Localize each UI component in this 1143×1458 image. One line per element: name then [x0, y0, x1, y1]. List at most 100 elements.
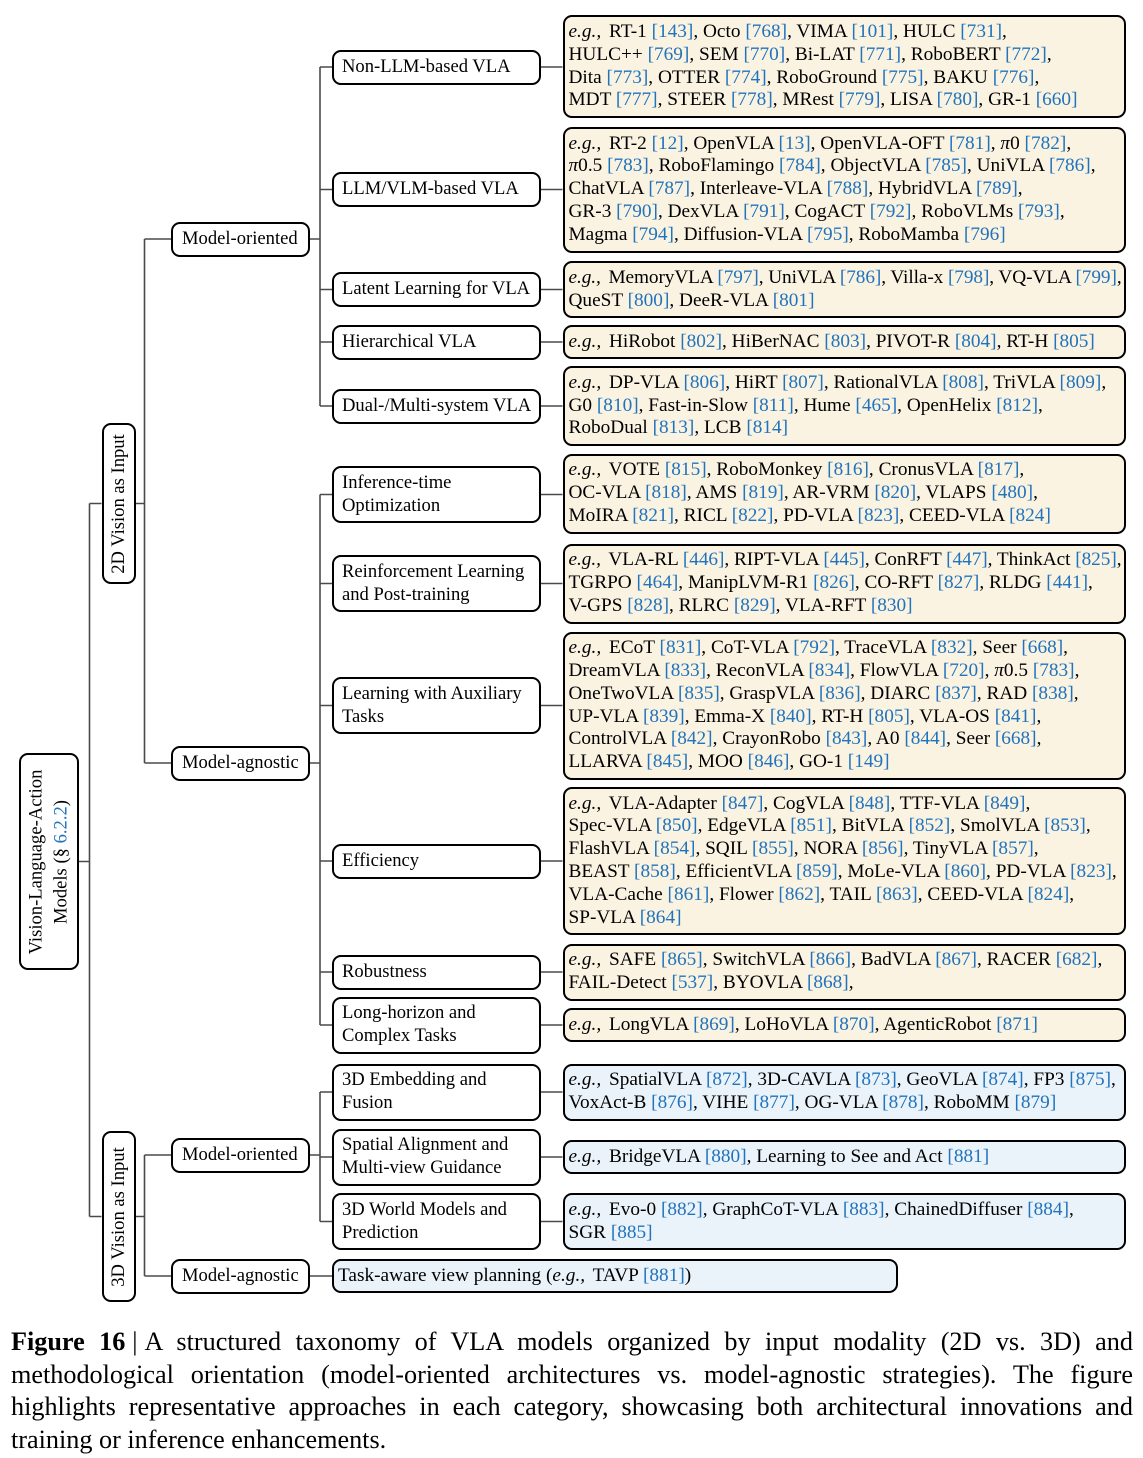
citation-link[interactable]: [806]	[683, 371, 726, 393]
citation-link[interactable]: [769]	[647, 43, 690, 65]
citation-link[interactable]: [849]	[983, 792, 1026, 814]
citation-link[interactable]: [823]	[857, 504, 900, 526]
citation-link[interactable]: [846]	[747, 751, 790, 773]
citation-link[interactable]: [830]	[870, 594, 913, 616]
citation-link[interactable]: [788]	[826, 178, 869, 200]
citation-link[interactable]: [776]	[992, 66, 1035, 88]
citation-link[interactable]: [787]	[648, 178, 691, 200]
citation-link[interactable]: [779]	[838, 89, 881, 111]
citation-link[interactable]: [816]	[827, 459, 869, 481]
citation-link[interactable]: [793]	[1018, 200, 1060, 222]
citation-link[interactable]: [808]	[942, 371, 984, 393]
citation-link[interactable]: [829]	[733, 594, 776, 616]
citation-link[interactable]: [537]	[671, 972, 714, 993]
citation-link[interactable]: [441]	[1046, 572, 1089, 594]
citation-link[interactable]: [864]	[639, 906, 682, 928]
citation-link[interactable]: [785]	[925, 155, 967, 177]
citation-link[interactable]: [837]	[935, 682, 977, 704]
citation-link[interactable]: [876]	[651, 1092, 693, 1113]
citation-link[interactable]: [777]	[615, 89, 658, 111]
citation-link[interactable]: [827]	[937, 572, 980, 594]
section-ref-link[interactable]: 6.2.2	[50, 805, 72, 843]
citation-link[interactable]: [813]	[652, 417, 695, 439]
citation-link[interactable]: [805]	[868, 705, 910, 727]
citation-link[interactable]: [872]	[705, 1069, 748, 1091]
citation-link[interactable]: [768]	[745, 20, 788, 42]
citation-link[interactable]: [786]	[1048, 155, 1091, 177]
citation-link[interactable]: [660]	[1035, 89, 1078, 111]
citation-link[interactable]: [880]	[704, 1145, 747, 1167]
citation-link[interactable]: [885]	[610, 1221, 653, 1243]
citation-link[interactable]: [865]	[660, 949, 703, 971]
citation-link[interactable]: [825]	[1075, 549, 1117, 571]
citation-link[interactable]: [805]	[1053, 330, 1095, 352]
citation-link[interactable]: [824]	[1009, 504, 1051, 526]
citation-link[interactable]: [821]	[632, 504, 675, 526]
citation-link[interactable]: [871]	[996, 1013, 1038, 1035]
citation-link[interactable]: [835]	[678, 682, 720, 704]
citation-link[interactable]: [854]	[653, 838, 696, 860]
citation-link[interactable]: [814]	[746, 417, 789, 439]
citation-link[interactable]: [884]	[1027, 1198, 1069, 1220]
citation-link[interactable]: [780]	[936, 89, 979, 111]
citation-link[interactable]: [848]	[848, 792, 891, 814]
citation-link[interactable]: [822]	[731, 504, 774, 526]
citation-link[interactable]: [870]	[832, 1013, 875, 1035]
citation-link[interactable]: [798]	[947, 266, 990, 288]
citation-link[interactable]: [838]	[1032, 682, 1074, 704]
citation-link[interactable]: [791]	[743, 200, 785, 222]
citation-link[interactable]: [797]	[717, 266, 759, 288]
citation-link[interactable]: [804]	[954, 330, 997, 352]
citation-link[interactable]: [796]	[963, 223, 1006, 245]
citation-link[interactable]: [778]	[730, 89, 773, 111]
citation-link[interactable]: [720]	[942, 659, 985, 681]
citation-link[interactable]: [881]	[947, 1145, 990, 1167]
citation-link[interactable]: [831]	[659, 637, 702, 659]
citation-link[interactable]: [815]	[664, 459, 707, 481]
citation-link[interactable]: [861]	[667, 883, 710, 905]
citation-link[interactable]: [782]	[1024, 132, 1067, 154]
citation-link[interactable]: [807]	[782, 371, 824, 393]
citation-link[interactable]: [773]	[606, 66, 649, 88]
citation-link[interactable]: [770]	[743, 43, 786, 65]
citation-link[interactable]: [668]	[1021, 637, 1064, 659]
citation-link[interactable]: [811]	[752, 394, 794, 416]
citation-link[interactable]: [874]	[981, 1069, 1024, 1091]
citation-link[interactable]: [818]	[645, 482, 687, 504]
citation-link[interactable]: [783]	[1032, 659, 1075, 681]
citation-link[interactable]: [801]	[772, 289, 815, 311]
citation-link[interactable]: [792]	[793, 637, 836, 659]
citation-link[interactable]: [833]	[664, 659, 707, 681]
citation-link[interactable]: [826]	[813, 572, 855, 594]
citation-link[interactable]: [850]	[655, 815, 698, 837]
citation-link[interactable]: [12]	[651, 132, 684, 154]
citation-link[interactable]: [800]	[627, 289, 670, 311]
citation-link[interactable]: [786]	[839, 266, 882, 288]
citation-link[interactable]: [480]	[991, 482, 1034, 504]
citation-link[interactable]: [795]	[807, 223, 849, 245]
citation-link[interactable]: [792]	[869, 200, 912, 222]
citation-link[interactable]: [857]	[992, 838, 1034, 860]
citation-link[interactable]: [842]	[670, 728, 713, 750]
citation-link[interactable]: [465]	[855, 394, 898, 416]
citation-link[interactable]: [834]	[808, 659, 851, 681]
citation-link[interactable]: [783]	[607, 155, 649, 177]
citation-link[interactable]: [873]	[855, 1069, 897, 1091]
citation-link[interactable]: [149]	[847, 751, 890, 773]
citation-link[interactable]: [812]	[996, 394, 1038, 416]
citation-link[interactable]: [832]	[930, 637, 973, 659]
citation-link[interactable]: [843]	[825, 728, 868, 750]
citation-link[interactable]: [828]	[627, 594, 670, 616]
citation-link[interactable]: [856]	[861, 838, 904, 860]
citation-link[interactable]: [851]	[790, 815, 832, 837]
citation-link[interactable]: [863]	[875, 883, 918, 905]
citation-link[interactable]: [845]	[646, 751, 689, 773]
citation-link[interactable]: [668]	[994, 728, 1037, 750]
citation-link[interactable]: [839]	[642, 705, 685, 727]
citation-link[interactable]: [866]	[809, 949, 852, 971]
citation-link[interactable]: [447]	[946, 549, 988, 571]
citation-link[interactable]: [143]	[651, 20, 694, 42]
citation-link[interactable]: [445]	[823, 549, 865, 571]
citation-link[interactable]: [781]	[949, 132, 991, 154]
citation-link[interactable]: [844]	[904, 728, 947, 750]
